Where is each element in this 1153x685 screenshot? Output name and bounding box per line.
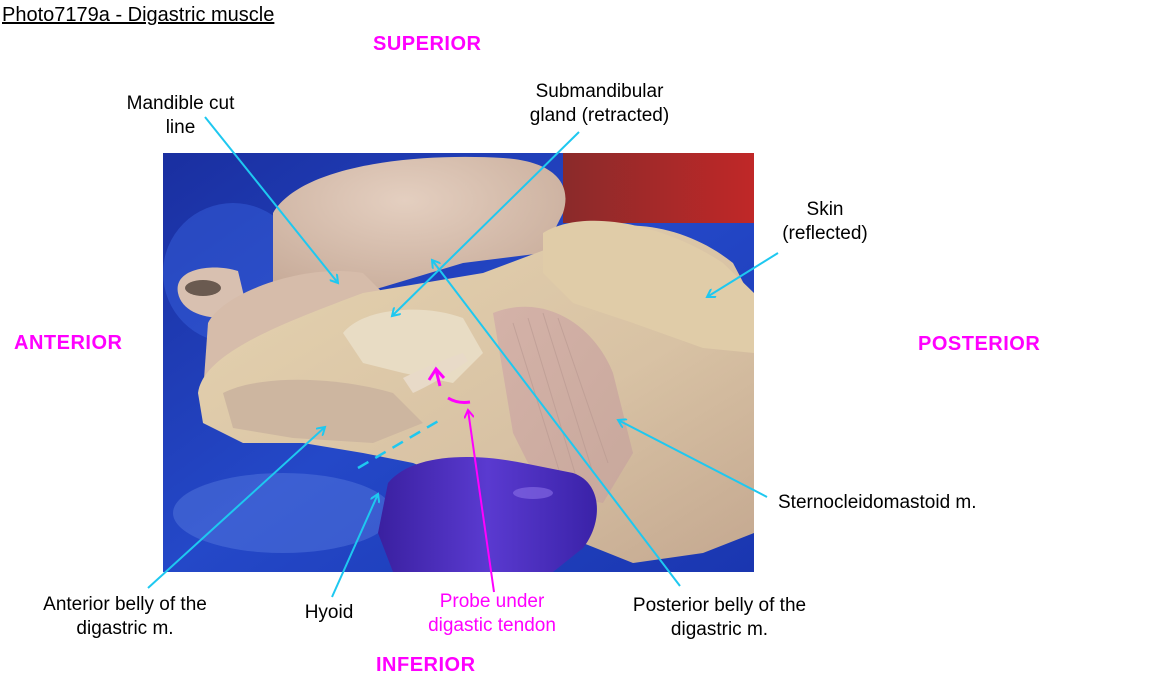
- pointer-submandibular-gland: [392, 131, 580, 316]
- orientation-superior: SUPERIOR: [373, 33, 482, 55]
- label-skin: Skin (reflected): [770, 198, 880, 246]
- label-line: Anterior belly of the: [43, 594, 207, 615]
- label-line: digastic tendon: [428, 615, 556, 636]
- label-hyoid: Hyoid: [296, 601, 362, 625]
- pointer-anterior-belly: [147, 427, 325, 589]
- pointer-skin: [707, 252, 779, 297]
- label-line: Sternocleidomastoid m.: [778, 492, 977, 513]
- probe-path-marker: [447, 396, 471, 404]
- label-posterior-belly: Posterior belly of the digastric m.: [612, 594, 827, 642]
- label-line: gland (retracted): [529, 105, 670, 126]
- figure-title: Photo7179a - Digastric muscle: [2, 4, 275, 26]
- label-anterior-belly: Anterior belly of the digastric m.: [20, 593, 230, 641]
- hyoid-outline-dashed: [357, 418, 441, 470]
- orientation-inferior: INFERIOR: [376, 654, 476, 676]
- label-line: Skin: [806, 199, 844, 220]
- label-line: Probe under: [439, 591, 545, 612]
- pointer-hyoid: [331, 494, 378, 598]
- orientation-anterior: ANTERIOR: [14, 332, 123, 354]
- probe-direction-arrow-icon: [427, 366, 446, 381]
- label-line: digastric m.: [76, 618, 174, 639]
- label-line: (reflected): [782, 223, 868, 244]
- label-sternocleidomastoid: Sternocleidomastoid m.: [778, 491, 977, 515]
- dissection-photo: [163, 153, 754, 572]
- pointer-sternocleidomastoid: [618, 420, 768, 498]
- probe-direction-shaft: [434, 369, 442, 387]
- label-line: Mandible cut: [126, 93, 235, 114]
- label-line: Submandibular: [535, 81, 664, 102]
- pointer-posterior-belly: [432, 260, 681, 587]
- label-probe: Probe under digastic tendon: [412, 590, 572, 638]
- pointer-probe: [468, 410, 495, 593]
- label-line: line: [165, 117, 196, 138]
- label-mandible-cut-line: Mandible cut line: [98, 92, 263, 140]
- label-submandibular-gland: Submandibular gland (retracted): [512, 80, 687, 128]
- photo-illustration: [163, 153, 754, 572]
- orientation-posterior: POSTERIOR: [918, 333, 1041, 355]
- label-line: digastric m.: [670, 619, 769, 640]
- pointer-mandible-cut-line: [204, 116, 338, 283]
- label-line: Hyoid: [304, 602, 354, 623]
- label-line: Posterior belly of the: [632, 595, 807, 616]
